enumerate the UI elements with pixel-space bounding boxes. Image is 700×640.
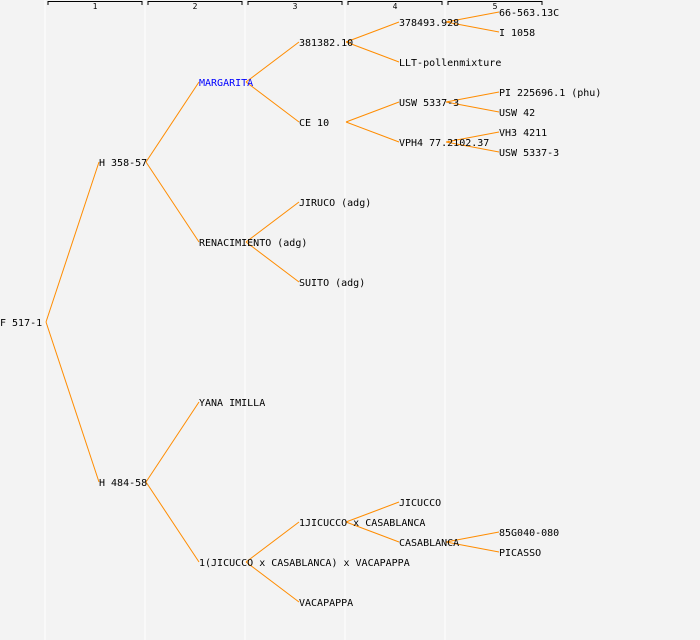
pedigree-node-label[interactable]: 66-563.13C — [499, 8, 559, 19]
pedigree-link — [45, 161, 100, 323]
pedigree-node-label[interactable]: JICUCCO — [399, 498, 441, 509]
pedigree-link — [145, 401, 200, 483]
pedigree-node-label[interactable]: LLT-pollenmixture — [399, 58, 501, 69]
pedigree-link — [245, 41, 300, 83]
pedigree-node-label[interactable]: H 484-58 — [99, 478, 147, 489]
pedigree-link — [345, 501, 400, 523]
pedigree-link — [445, 131, 500, 143]
pedigree-node-label[interactable]: VACAPAPPA — [299, 598, 353, 609]
column-bracket — [147, 1, 243, 5]
pedigree-node-label[interactable]: F 517-1 — [0, 318, 42, 329]
pedigree-link — [445, 101, 500, 113]
column-header: 5 — [493, 2, 498, 11]
pedigree-node-label[interactable]: CE 10 — [299, 118, 329, 129]
pedigree-node-label[interactable]: VPH4 77.2102.37 — [399, 138, 489, 149]
column-header: 2 — [193, 2, 198, 11]
pedigree-link — [445, 91, 500, 103]
column-bracket — [247, 1, 343, 5]
pedigree-link — [245, 521, 300, 563]
column-bracket — [347, 1, 443, 5]
pedigree-node-label[interactable]: SUITO (adg) — [299, 278, 365, 289]
pedigree-link — [145, 161, 200, 243]
pedigree-node-label[interactable]: PI 225696.1 (phu) — [499, 88, 601, 99]
pedigree-node-label[interactable]: YANA IMILLA — [199, 398, 265, 409]
pedigree-node-label[interactable]: 378493.928 — [399, 18, 459, 29]
pedigree-node-label[interactable]: H 358-57 — [99, 158, 147, 169]
column-header: 4 — [393, 2, 398, 11]
pedigree-node-label[interactable]: RENACIMIENTO (adg) — [199, 238, 307, 249]
pedigree-node-label[interactable]: 381382.10 — [299, 38, 353, 49]
column-bracket — [447, 1, 543, 5]
pedigree-link — [245, 561, 300, 603]
column-header: 1 — [93, 2, 98, 11]
pedigree-link — [245, 241, 300, 283]
pedigree-link — [145, 81, 200, 163]
pedigree-node-label[interactable]: USW 5337-3 — [399, 98, 459, 109]
pedigree-node-label[interactable]: USW 42 — [499, 108, 535, 119]
pedigree-link — [445, 141, 500, 153]
pedigree-link — [445, 21, 500, 33]
pedigree-link — [445, 541, 500, 553]
pedigree-node-label[interactable]: PICASSO — [499, 548, 541, 559]
pedigree-node-label[interactable]: I 1058 — [499, 28, 535, 39]
pedigree-link — [445, 531, 500, 543]
column-header: 3 — [293, 2, 298, 11]
pedigree-node-label[interactable]: 1JICUCCO x CASABLANCA — [299, 518, 425, 529]
pedigree-link — [45, 321, 100, 483]
pedigree-node-label[interactable]: 85G040-080 — [499, 528, 559, 539]
pedigree-link — [345, 121, 400, 143]
pedigree-link — [245, 201, 300, 243]
pedigree-node-label[interactable]: VH3 4211 — [499, 128, 547, 139]
pedigree-link — [345, 101, 400, 123]
pedigree-node-label[interactable]: CASABLANCA — [399, 538, 459, 549]
pedigree-link — [245, 81, 300, 123]
pedigree-link — [445, 11, 500, 23]
pedigree-node-label[interactable]: 1(JICUCCO x CASABLANCA) x VACAPAPPA — [199, 558, 410, 569]
pedigree-node-label[interactable]: JIRUCO (adg) — [299, 198, 371, 209]
column-bracket — [47, 1, 143, 5]
pedigree-link — [145, 481, 200, 563]
pedigree-node-label[interactable]: USW 5337-3 — [499, 148, 559, 159]
pedigree-link — [345, 21, 400, 43]
pedigree-link — [345, 41, 400, 63]
pedigree-node-label[interactable]: MARGARITA — [199, 78, 253, 89]
pedigree-link — [345, 521, 400, 543]
